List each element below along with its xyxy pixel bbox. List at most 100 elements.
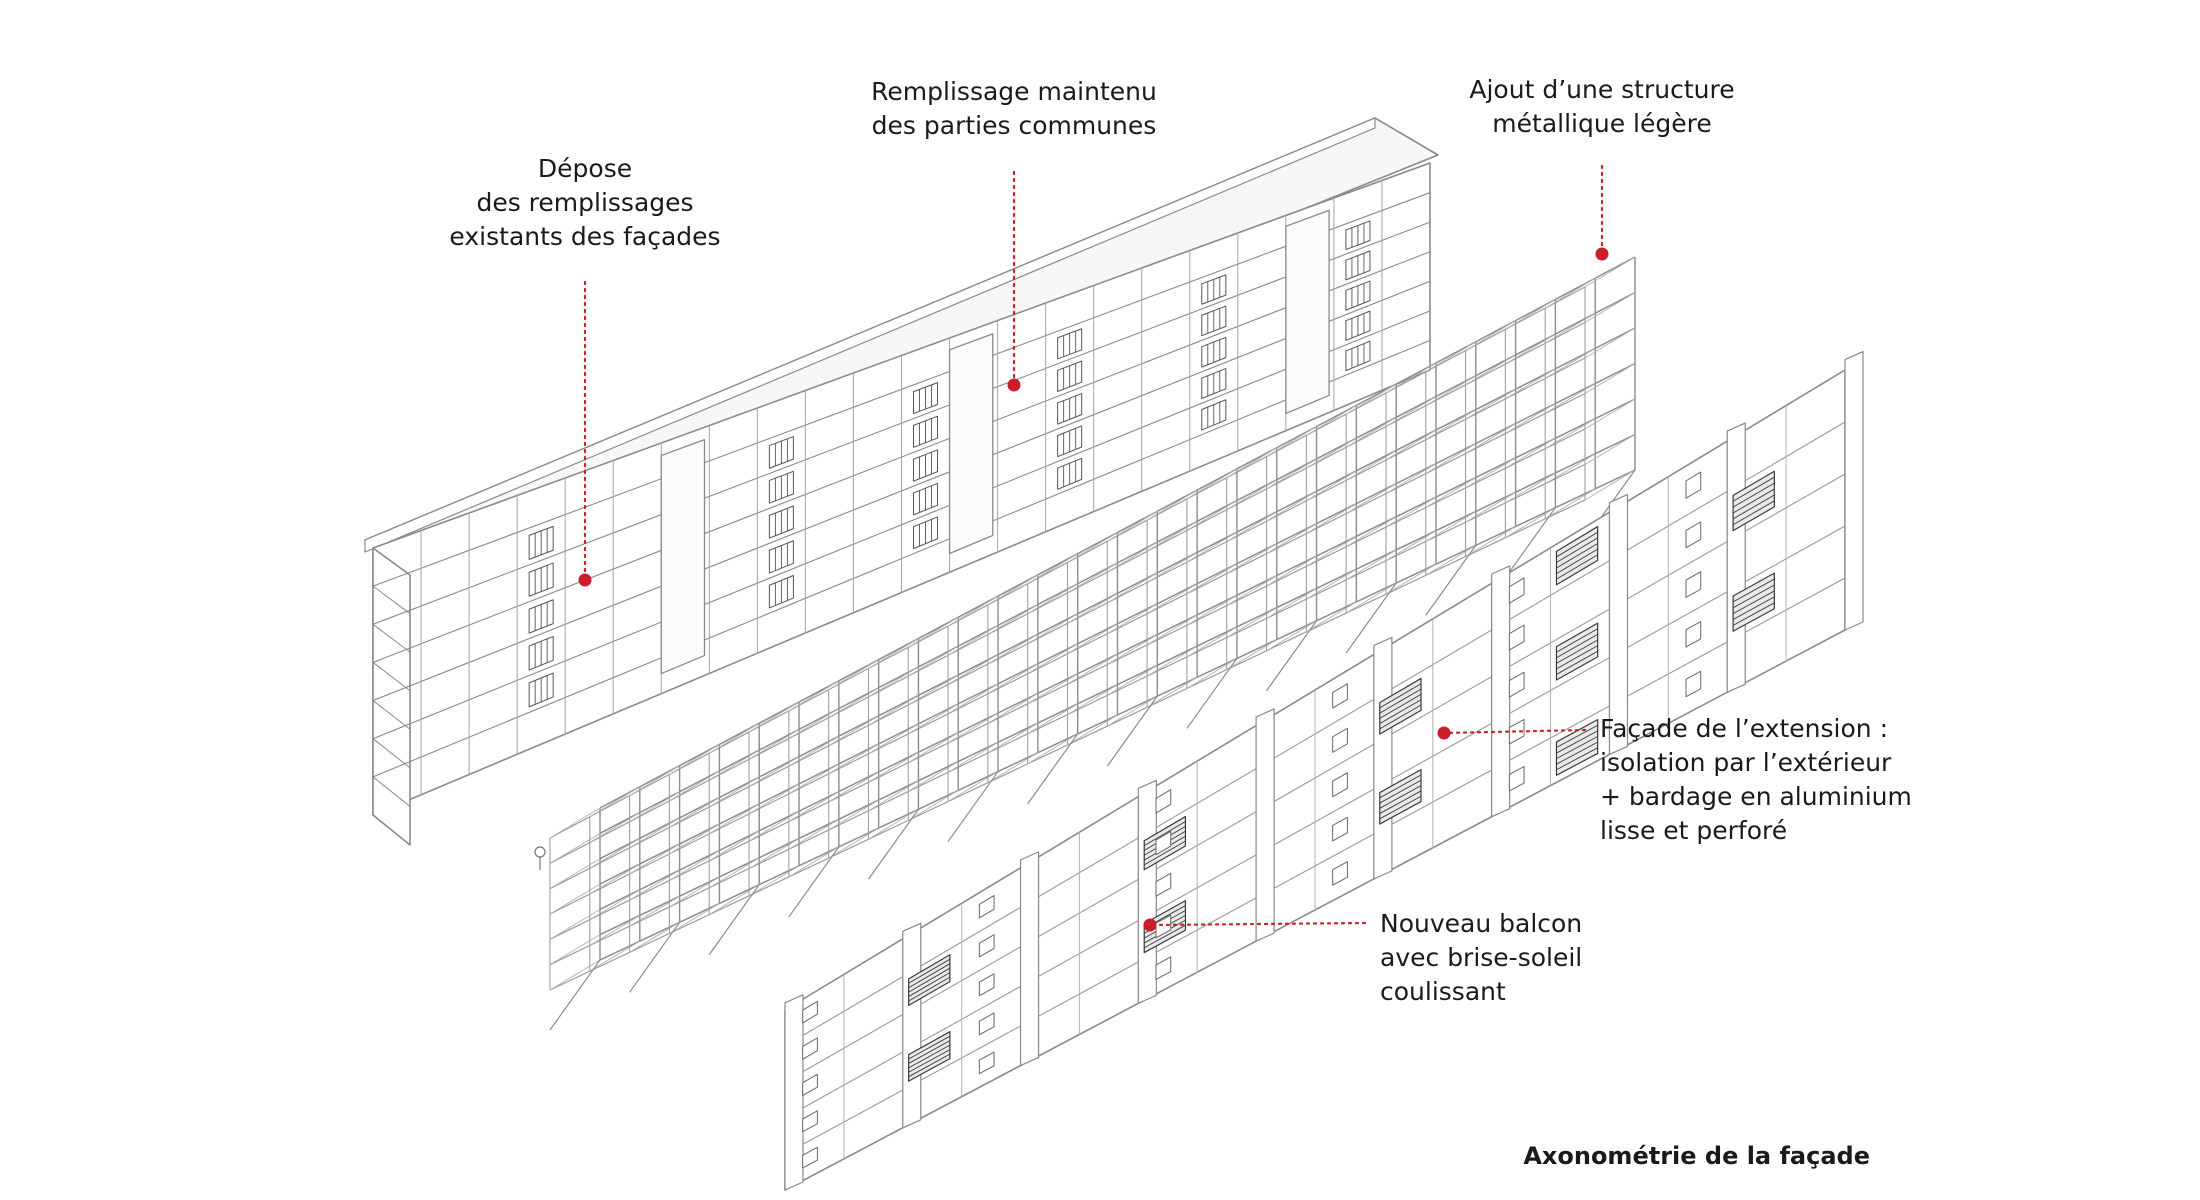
brise-soleil-slat [1556, 554, 1598, 580]
structure-joist [629, 765, 680, 797]
annotation-remplissage-line1: Remplissage maintenu [871, 77, 1157, 106]
structure-joist [629, 921, 680, 953]
annotation-facade-line3: + bardage en aluminium [1600, 782, 1912, 811]
structure-joist [987, 663, 1039, 695]
brise-soleil-slat [908, 972, 951, 997]
structure-joist [1027, 643, 1078, 675]
extension-fin [1491, 565, 1511, 818]
extension-window [978, 1012, 995, 1036]
structure-joist [1027, 733, 1078, 765]
structure-joist [748, 810, 800, 842]
structure-joist [1385, 530, 1437, 562]
brise-soleil-slat [1143, 821, 1186, 846]
brise-soleil-slat [908, 976, 951, 1002]
extension-fin [1373, 636, 1393, 880]
leader-remplissage-dot [1007, 378, 1021, 392]
building-end-floor-line [372, 662, 411, 692]
extension-window [978, 934, 995, 958]
structure-joist [1186, 626, 1238, 658]
brise-soleil-slat [1556, 724, 1598, 748]
extension-window [802, 1110, 818, 1133]
structure-joist [748, 701, 800, 733]
extension-window [1685, 471, 1702, 499]
structure-joist [1345, 516, 1397, 548]
brise-soleil-slat [1732, 488, 1775, 514]
structure-joist [589, 812, 641, 843]
structure-joist [1425, 443, 1477, 474]
structure-joist [1226, 479, 1277, 511]
brise-soleil-slat [1143, 840, 1186, 866]
structure-joist [748, 728, 800, 760]
annotation-leaders-layer [578, 164, 1609, 932]
structure-joist [1306, 437, 1357, 469]
brise-soleil-slat [908, 1035, 951, 1060]
structure-pile [788, 846, 840, 918]
brise-soleil-slat [1732, 476, 1775, 502]
brise-soleil-slat [1556, 531, 1598, 558]
structure-joist [748, 783, 800, 815]
structure-joist [1345, 416, 1397, 448]
building-parapet [364, 117, 1376, 553]
structure-joist [1425, 341, 1477, 373]
structure-joist [1186, 468, 1238, 500]
structure-joist [1385, 396, 1437, 427]
structure-joist [1186, 531, 1238, 563]
brise-soleil-slat [1556, 747, 1598, 771]
extension-fin [1137, 779, 1157, 1004]
brise-soleil-slat [1732, 584, 1775, 609]
annotation-depose: Dépose des remplissages existants des fa… [449, 152, 720, 254]
structure-joist [549, 959, 601, 991]
structure-joist [788, 735, 840, 767]
brise-soleil-slat [908, 1053, 951, 1078]
extension-window [1155, 914, 1172, 939]
structure-joist [1544, 488, 1596, 520]
structure-joist [828, 715, 879, 747]
person-figure [534, 846, 546, 858]
structure-joist [549, 832, 601, 864]
structure-joist [1345, 483, 1397, 515]
extension-window [1508, 718, 1525, 745]
structure-joist [1544, 383, 1596, 414]
annotation-balcon: Nouveau balcon avec brise-soleil couliss… [1380, 907, 1582, 1009]
structure-joist [1107, 510, 1158, 542]
structure-joist [1505, 333, 1556, 365]
brise-soleil-slat [908, 958, 951, 984]
extension-fin [1608, 493, 1629, 756]
brise-soleil-slat [1732, 482, 1775, 508]
annotation-depose-line1: Dépose [537, 154, 633, 183]
structure-joist [1067, 653, 1118, 685]
structure-joist [629, 791, 680, 823]
annotation-depose-line2: des remplissages [476, 188, 694, 217]
structure-joist [828, 743, 879, 775]
brise-soleil-slat [908, 1040, 951, 1064]
leader-balcon [1148, 921, 1367, 927]
structure-joist [947, 624, 999, 656]
extension-window [978, 973, 995, 997]
annotation-depose-line3: existants des façades [449, 222, 721, 251]
structure-joist [987, 722, 1039, 754]
brise-soleil-slat [908, 963, 951, 989]
structure-joist [1067, 562, 1118, 594]
structure-joist [1107, 695, 1158, 727]
brise-soleil-slat [1556, 645, 1598, 670]
brise-soleil-slat [1732, 596, 1775, 620]
structure-joist [1027, 673, 1078, 705]
structure-joist [1067, 714, 1118, 746]
structure-joist [708, 857, 760, 889]
structure-joist [868, 780, 919, 812]
structure-joist [708, 776, 760, 808]
extension-window [1332, 861, 1348, 886]
annotation-balcon-line1: Nouveau balcon [1380, 909, 1583, 938]
structure-joist [947, 654, 999, 685]
structure-joist [1146, 645, 1198, 677]
structure-joist [629, 843, 680, 875]
annotation-balcon-line2: avec brise-soleil [1380, 943, 1583, 972]
structure-joist [1584, 327, 1636, 359]
brise-soleil-slat [1556, 537, 1598, 563]
brise-soleil-slat [908, 967, 951, 993]
leader-facade-extension-dot [1437, 726, 1451, 740]
structure-joist [1266, 620, 1317, 652]
structure-joist [1465, 457, 1516, 489]
structure-joist [1345, 549, 1397, 581]
structure-joist [1425, 409, 1477, 441]
